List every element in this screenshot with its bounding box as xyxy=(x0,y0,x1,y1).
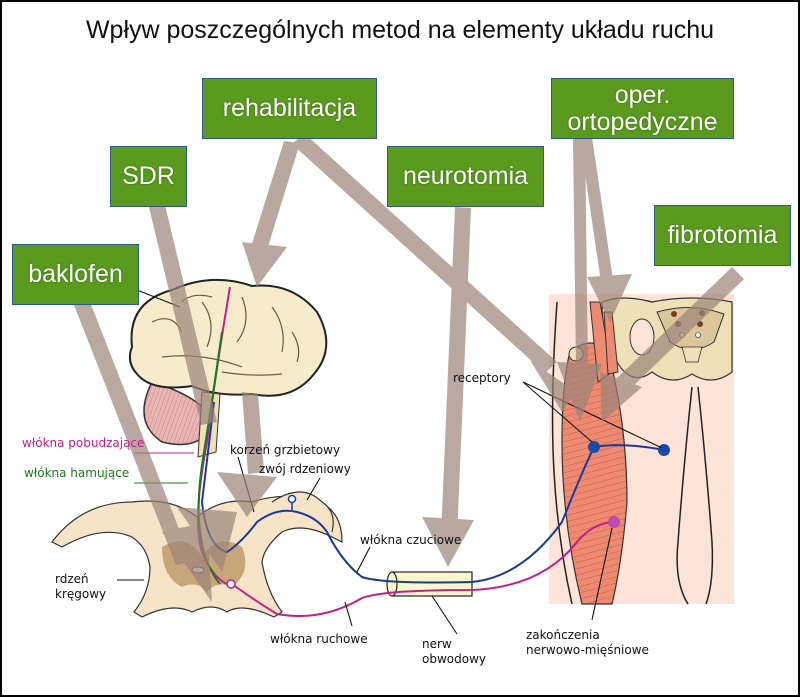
method-label: fibrotomia xyxy=(667,221,778,250)
arrow-neurotomia xyxy=(422,207,474,567)
coccyx xyxy=(681,346,703,363)
arrow-baklofen xyxy=(74,302,212,602)
label-korzen-grzbietowy: korzeń grzbietowy xyxy=(230,443,341,457)
method-box-oper-ortopedyczne: oper. ortopedyczne xyxy=(551,78,734,139)
arrow-rehabilitacja-spine xyxy=(217,392,277,517)
label-receptory: receptory xyxy=(453,371,511,385)
brain-illustration xyxy=(128,278,328,458)
method-label: SDR xyxy=(122,162,175,191)
arrow-rehabilitacja-brain xyxy=(242,141,300,287)
motor-fiber xyxy=(231,521,613,617)
label-zakonczenia-nerwowo-miesniowe: zakończenia nerwowo-mięśniowe xyxy=(526,628,649,658)
diagram-title: Wpływ poszczególnych metod na elementy u… xyxy=(85,16,715,44)
cerebellum xyxy=(143,381,215,446)
neuromuscular-junction xyxy=(608,516,620,528)
label-wlokna-ruchowe: włókna ruchowe xyxy=(270,632,368,646)
receptor-skin xyxy=(658,444,670,456)
label-wlokna-czuciowe: włókna czuciowe xyxy=(360,533,462,547)
method-box-sdr: SDR xyxy=(110,146,187,207)
arrow-oper-ortopedyczne-1 xyxy=(557,139,602,422)
method-box-baklofen: baklofen xyxy=(12,244,139,305)
label-rdzen-kregowy: rdzeń kręgowy xyxy=(55,572,106,602)
label-line: zakończenia xyxy=(526,628,600,642)
method-box-fibrotomia: fibrotomia xyxy=(654,205,791,266)
label-line: nerwowo-mięśniowe xyxy=(526,643,649,657)
inhibitory-fiber xyxy=(197,331,223,585)
label-line: rdzeń xyxy=(55,572,89,586)
method-arrows xyxy=(74,133,744,602)
arrow-fibrotomia xyxy=(600,267,744,422)
method-label: rehabilitacja xyxy=(222,94,357,123)
label-line: nerw xyxy=(422,637,452,651)
method-box-rehabilitacja: rehabilitacja xyxy=(202,78,377,139)
arrow-rehabilitacja-muscle xyxy=(292,133,576,412)
label-wlokna-hamujace: włókna hamujące xyxy=(24,466,130,480)
receptor-muscle xyxy=(588,441,600,453)
method-label: oper. ortopedyczne xyxy=(567,81,718,136)
label-zwoj-rdzeniowy: zwój rdzeniowy xyxy=(259,462,351,476)
label-line: kręgowy xyxy=(55,587,107,601)
arrow-sdr xyxy=(149,205,237,572)
label-nerw-obwodowy: nerw obwodowy xyxy=(422,637,486,667)
arrow-oper-ortopedyczne-2 xyxy=(580,137,632,322)
label-line: obwodowy xyxy=(422,652,486,666)
method-label: baklofen xyxy=(28,260,123,289)
method-label: neurotomia xyxy=(402,162,529,191)
label-wlokna-pobudzajace: włókna pobudzające xyxy=(22,436,145,450)
method-box-neurotomia: neurotomia xyxy=(387,146,544,207)
